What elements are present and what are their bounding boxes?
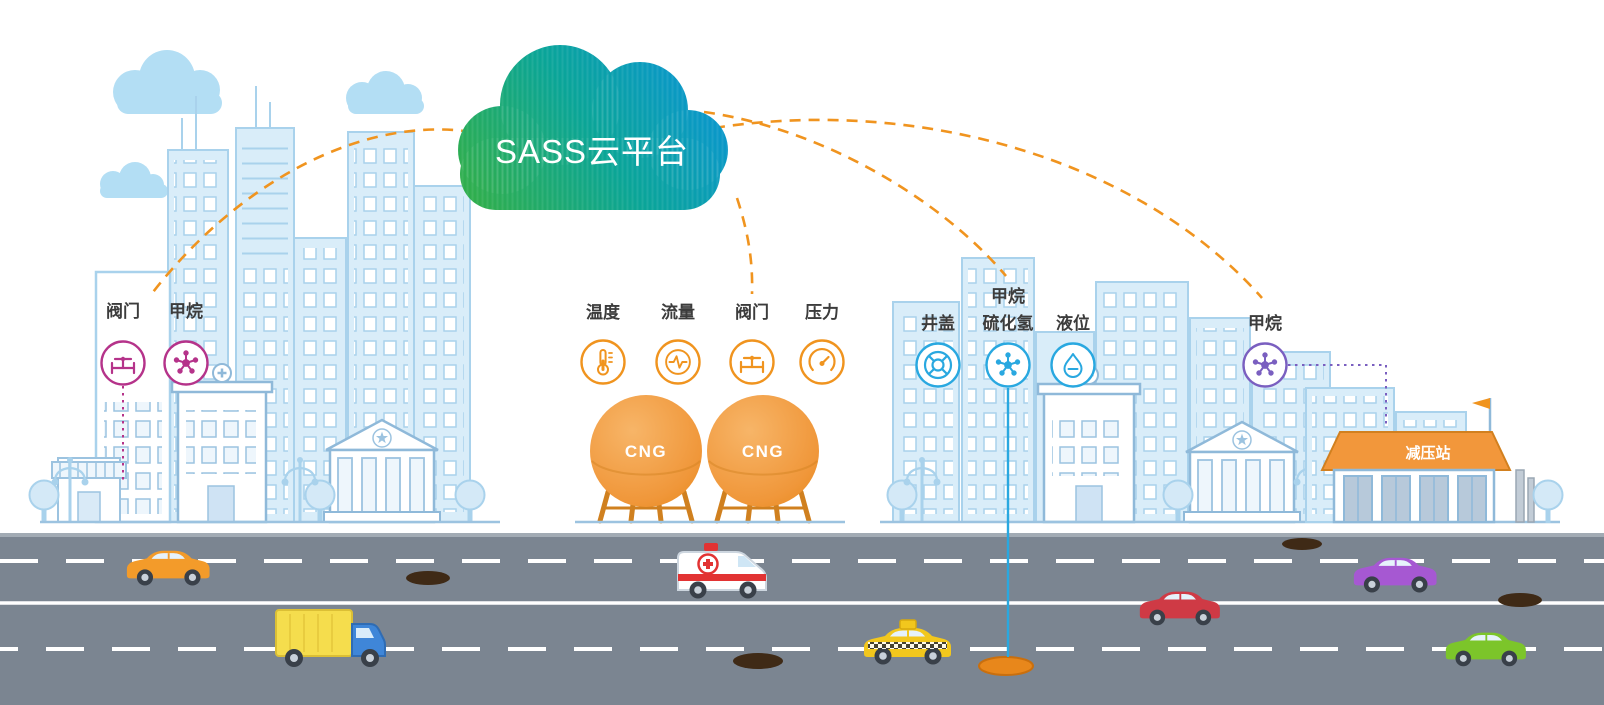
valve-sensor (100, 340, 146, 386)
building-hospital-left (170, 363, 274, 524)
link-to-city-sensors (148, 128, 473, 297)
sensor-ring (1050, 342, 1096, 388)
cloud-links (148, 110, 1263, 299)
smart-manhole-cover (978, 656, 1034, 676)
flag-icon (1472, 398, 1490, 409)
station-connector-line (1288, 364, 1387, 428)
sensor-label: 压力 (805, 302, 839, 322)
taxi-yellow (863, 619, 952, 666)
truck-yellow (275, 609, 386, 667)
liquid-level-sensor (1050, 342, 1096, 388)
sensor-label: 液位 (1056, 313, 1090, 333)
sensor-label: 温度 (586, 302, 621, 322)
gas-sensor (985, 342, 1031, 388)
tree-icon (1532, 479, 1564, 524)
sky-cloud-large (113, 50, 222, 114)
cross-emblem-icon (212, 363, 232, 383)
station-sign: 减压站 (1405, 444, 1450, 462)
taxi-roof-sign (899, 619, 917, 630)
link-to-manhole-sensors (703, 110, 1007, 277)
city-skyline-right (880, 257, 1560, 524)
sensor-group-station: 甲烷 (1242, 313, 1288, 388)
cng-tank-1: CNG (590, 395, 702, 524)
manhole-cover-sensor (915, 342, 961, 388)
flow-sensor (655, 339, 701, 385)
link-to-station-sensors (713, 118, 1263, 299)
building-valve-methane (94, 270, 172, 524)
sensor-label: 流量 (661, 302, 695, 322)
cng-tank-2: CNG (707, 395, 819, 524)
tree-icon (28, 479, 60, 524)
pressure-reduction-station: 减压站 (1305, 387, 1564, 524)
cloud-platform-label: SASS云平台 (495, 133, 689, 170)
sensor-ring (915, 342, 961, 388)
link-to-cng-sensors (735, 197, 754, 295)
sensor-label: 井盖 (921, 313, 955, 333)
manhole-cover (1282, 538, 1322, 550)
sensor-label: 甲烷 (1248, 313, 1282, 333)
methane-sensor (163, 340, 209, 386)
manhole-cover (733, 653, 783, 669)
sensor-group-cng: 温度 流量 阀门 压力 (580, 302, 845, 385)
building-hospital-right (1036, 365, 1142, 524)
pressure-sensor (799, 339, 845, 385)
sky-cloud-medium (346, 71, 424, 114)
city-skyline-left (28, 86, 500, 524)
sensor-label: 硫化氢 (983, 313, 1034, 333)
valve-sensor (729, 339, 775, 385)
sensor-label: 甲烷 (991, 286, 1025, 306)
sensor-label: 阀门 (735, 302, 769, 322)
road (0, 533, 1604, 705)
tank-label: CNG (625, 442, 667, 461)
temperature-sensor (580, 339, 626, 385)
building-shop (51, 457, 127, 523)
methane-sensor (1242, 342, 1288, 388)
building-bank-right (1183, 420, 1301, 524)
sensor-group-manhole: 井盖 甲烷 硫化氢 液位 (915, 286, 1096, 388)
ambulance (677, 543, 767, 599)
sensor-label: 甲烷 (169, 301, 203, 321)
manhole-cover (406, 571, 450, 585)
sensor-group-city-gas: 阀门 甲烷 (100, 301, 209, 386)
sky-cloud-small (100, 162, 168, 198)
sass-cloud-platform: SASS云平台 (458, 45, 728, 210)
sensor-label: 阀门 (106, 301, 140, 321)
tank-label: CNG (742, 442, 784, 461)
manhole-cover (1498, 593, 1542, 607)
